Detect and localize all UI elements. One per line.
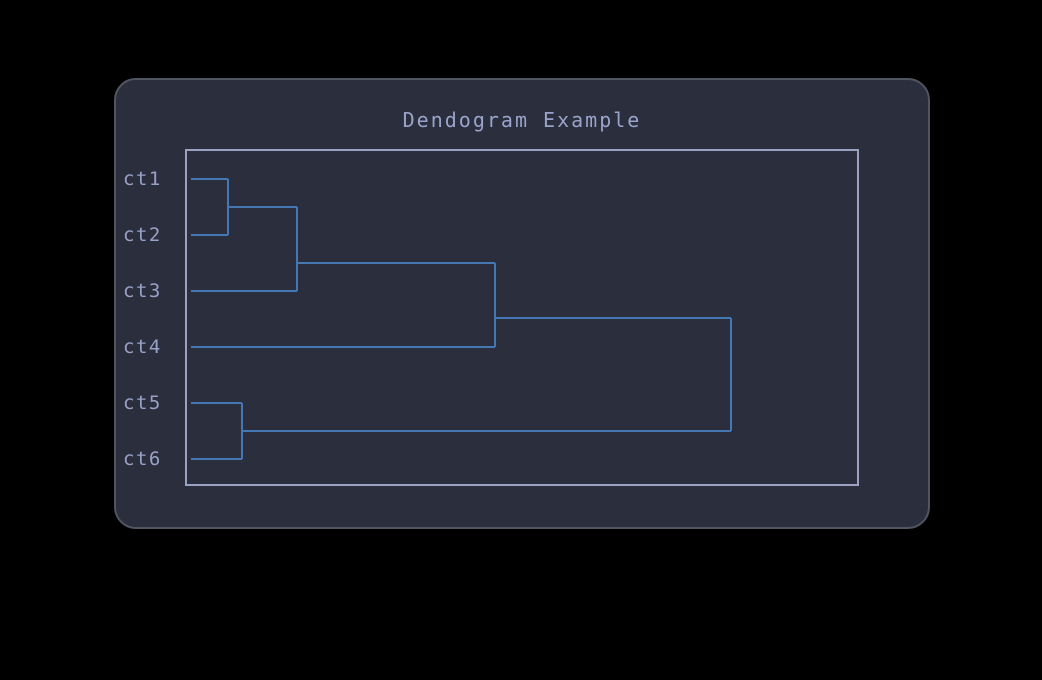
dendrogram-panel (114, 78, 930, 529)
chart-title: Dendogram Example (402, 108, 642, 132)
plot-frame (185, 149, 859, 486)
